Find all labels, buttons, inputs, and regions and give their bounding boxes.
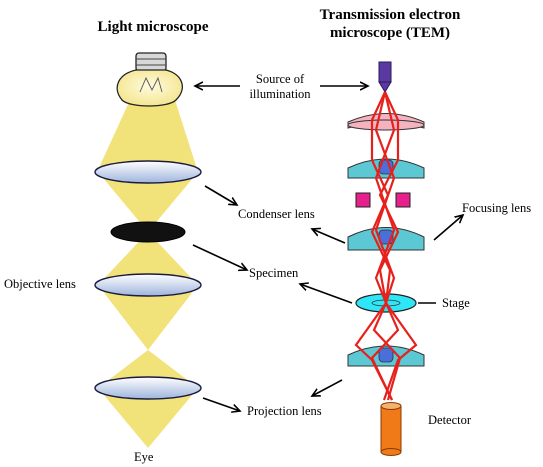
label-source-line1: Source of [255,72,305,86]
light-bulb-icon [116,52,183,107]
label-source-line2: illumination [249,87,311,101]
electron-gun-icon [378,61,392,93]
label-objective-lens: Objective lens [4,277,76,291]
light-beam-6 [98,388,198,448]
electron-rays [354,91,418,401]
tem-coil-left [355,192,371,208]
arrow-condenser [204,185,237,205]
tem-pink-lens [347,113,425,131]
light-beam-4 [98,285,198,350]
label-specimen: Specimen [249,266,299,280]
light-specimen-disc [110,221,186,243]
tem-microscope [347,61,425,456]
arrow-specimen-tem [300,284,353,304]
light-beam-3 [98,232,198,285]
arrow-condenser-tem [312,229,346,244]
label-eye: Eye [134,450,154,464]
arrow-projection-tem [312,379,343,396]
tem-coil-right [395,192,411,208]
tem-lens-2 [347,227,425,251]
arrow-focusing [433,215,463,241]
label-projection-lens: Projection lens [247,404,322,418]
tem-lens-3 [347,345,425,367]
arrow-specimen [192,244,247,270]
detector-icon [380,402,402,456]
tem-lens-1 [347,158,425,179]
label-focusing-lens: Focusing lens [462,201,532,215]
tem-title-line1: Transmission electron [319,7,461,23]
label-stage: Stage [442,296,470,310]
label-condenser-lens: Condenser lens [238,207,315,221]
light-beam-1 [97,100,198,172]
light-projection-lens [94,376,202,400]
label-detector: Detector [428,413,472,427]
light-microscope [94,52,202,448]
tem-title-line2: microscope (TEM) [329,25,451,41]
arrow-projection [202,397,240,411]
light-microscope-title: Light microscope [97,19,209,35]
light-beam-2 [98,172,198,232]
pointer-arrows [192,86,463,411]
light-condenser-lens [94,160,202,184]
light-objective-lens [94,273,202,297]
